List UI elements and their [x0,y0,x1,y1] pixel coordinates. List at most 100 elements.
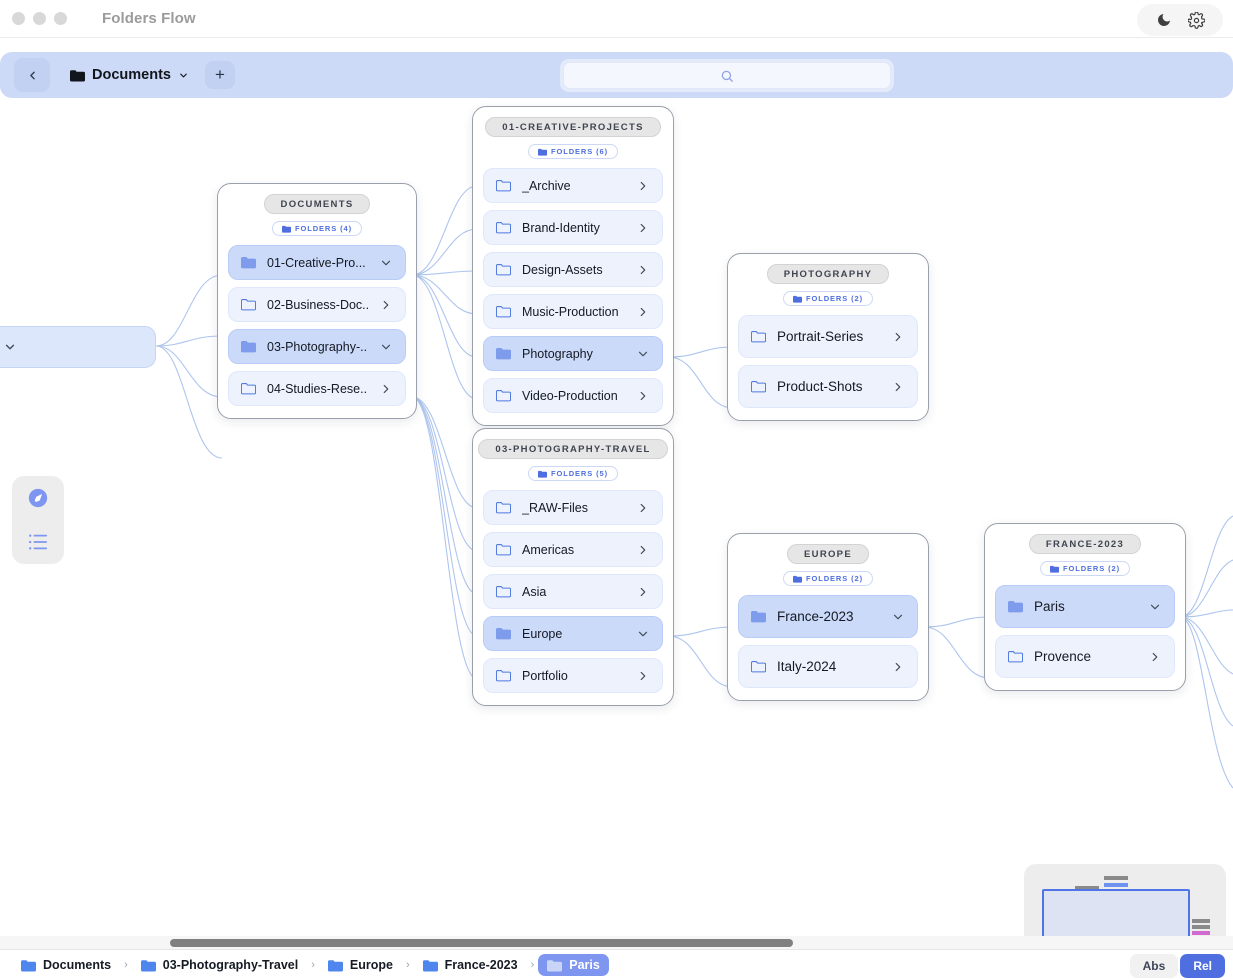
chevron-right-icon [636,305,650,319]
close-window-button[interactable] [12,12,25,25]
folder-item-label: Asia [522,585,625,599]
minimize-window-button[interactable] [33,12,46,25]
folder-icon [70,69,85,82]
chevron-right-icon [636,221,650,235]
folder-item[interactable]: 02-Business-Doc... [228,287,406,322]
panel-header: PHOTOGRAPHY FOLDERS (2) [738,264,918,306]
folder-item[interactable]: Paris [995,585,1175,628]
navigate-icon[interactable] [25,485,51,511]
folder-item[interactable]: Europe [483,616,663,651]
chevron-right-icon [379,382,393,396]
folder-icon [496,263,511,276]
panel-france-2023: FRANCE-2023FOLDERS (2) ParisProvence [984,523,1186,691]
panel-title: PHOTOGRAPHY [767,264,890,284]
panel-header: FRANCE-2023FOLDERS (2) [995,534,1175,576]
panel-header: DOCUMENTSFOLDERS (4) [228,194,406,236]
minimap[interactable] [1024,864,1226,936]
folder-icon [241,298,256,311]
folder-icon [538,470,547,478]
breadcrumb-item[interactable]: 03-Photography-Travel [132,954,307,976]
breadcrumb-item[interactable]: Paris [538,954,609,976]
panel-documents: DOCUMENTSFOLDERS (4) 01-Creative-Pro... 02… [217,183,417,419]
folder-icon [496,669,511,682]
window-controls[interactable] [12,12,67,25]
folder-item[interactable]: Video-Production [483,378,663,413]
minimap-viewport[interactable] [1042,889,1190,936]
folder-item-label: Portfolio [522,669,625,683]
add-folder-button[interactable]: + [205,61,235,89]
chevron-right-icon [891,330,905,344]
chevron-down-icon [379,340,393,354]
breadcrumb-item[interactable]: Documents [12,954,120,976]
gear-icon[interactable] [1187,11,1205,29]
folder-item[interactable]: Music-Production [483,294,663,329]
breadcrumb-label: France-2023 [445,958,518,972]
chevron-down-icon [1148,600,1162,614]
panel-header: 03-PHOTOGRAPHY-TRAVELFOLDERS (5) [483,439,663,481]
folder-item[interactable]: _RAW-Files [483,490,663,525]
breadcrumb-bar: Documents›03-Photography-Travel›Europe›F… [0,950,1233,980]
chevron-down-icon [3,340,17,354]
breadcrumb-separator: › [310,959,316,971]
chevron-right-icon [636,501,650,515]
back-button[interactable] [14,58,50,92]
flow-canvas[interactable]: Documents DOCUMENTSFOLDERS (4) 01-Creativ… [0,98,1233,936]
mode-toggle-abs[interactable]: Abs [1130,954,1179,978]
chevron-down-icon [891,610,905,624]
breadcrumb-item[interactable]: Europe [319,954,402,976]
folder-icon [1050,565,1059,573]
folder-item[interactable]: Americas [483,532,663,567]
folder-item[interactable]: _Archive [483,168,663,203]
chevron-down-icon [379,256,393,270]
panel-title: 03-PHOTOGRAPHY-TRAVEL [478,439,667,459]
current-folder-dropdown[interactable]: Documents [70,67,189,83]
folder-item-label: Product-Shots [777,379,880,394]
folder-item[interactable]: France-2023 [738,595,918,638]
folder-item[interactable]: Brand-Identity [483,210,663,245]
breadcrumb-label: 03-Photography-Travel [163,958,298,972]
folder-item-label: 01-Creative-Pro... [267,256,368,270]
folder-item[interactable]: Portrait-Series [738,315,918,358]
panel-items: France-2023Italy-2024 [738,595,918,688]
folder-icon [241,382,256,395]
folder-item-label: _RAW-Files [522,501,625,515]
folder-item[interactable]: Photography [483,336,663,371]
folder-item[interactable]: Portfolio [483,658,663,693]
panel-folder-count: FOLDERS (2) [783,291,873,306]
folder-icon [496,627,511,640]
chevron-down-icon [178,70,189,81]
folder-item[interactable]: 01-Creative-Pro... [228,245,406,280]
folder-item[interactable]: Design-Assets [483,252,663,287]
horizontal-scrollbar[interactable] [0,936,1233,950]
panel-header: 01-CREATIVE-PROJECTSFOLDERS (6) [483,117,663,159]
folder-icon [751,330,766,343]
folder-item[interactable]: Provence [995,635,1175,678]
folder-item-label: Video-Production [522,389,625,403]
chevron-right-icon [636,179,650,193]
folder-icon [496,585,511,598]
folder-item-label: Music-Production [522,305,625,319]
breadcrumb-item[interactable]: France-2023 [414,954,527,976]
mode-toggle-rel[interactable]: Rel [1180,954,1225,978]
folder-item[interactable]: Italy-2024 [738,645,918,688]
folder-item-label: France-2023 [777,609,880,624]
folder-icon [751,610,766,623]
moon-icon[interactable] [1155,11,1173,29]
folder-item[interactable]: Asia [483,574,663,609]
folder-item-label: Paris [1034,599,1137,614]
node-documents-parent[interactable]: Documents [0,326,156,368]
list-icon[interactable] [25,529,51,555]
search-input[interactable] [563,62,891,89]
folder-item[interactable]: 03-Photography-... [228,329,406,364]
title-bar: Folders Flow [0,0,1233,38]
canvas-tools [12,476,64,564]
folder-item-label: Portrait-Series [777,329,880,344]
folder-icon [1008,650,1023,663]
folder-item[interactable]: 04-Studies-Rese... [228,371,406,406]
folder-icon [793,295,802,303]
panel-folder-count-label: FOLDERS (2) [806,574,863,583]
folder-item[interactable]: Product-Shots [738,365,918,408]
maximize-window-button[interactable] [54,12,67,25]
scrollbar-thumb[interactable] [170,939,793,947]
folder-icon [496,305,511,318]
